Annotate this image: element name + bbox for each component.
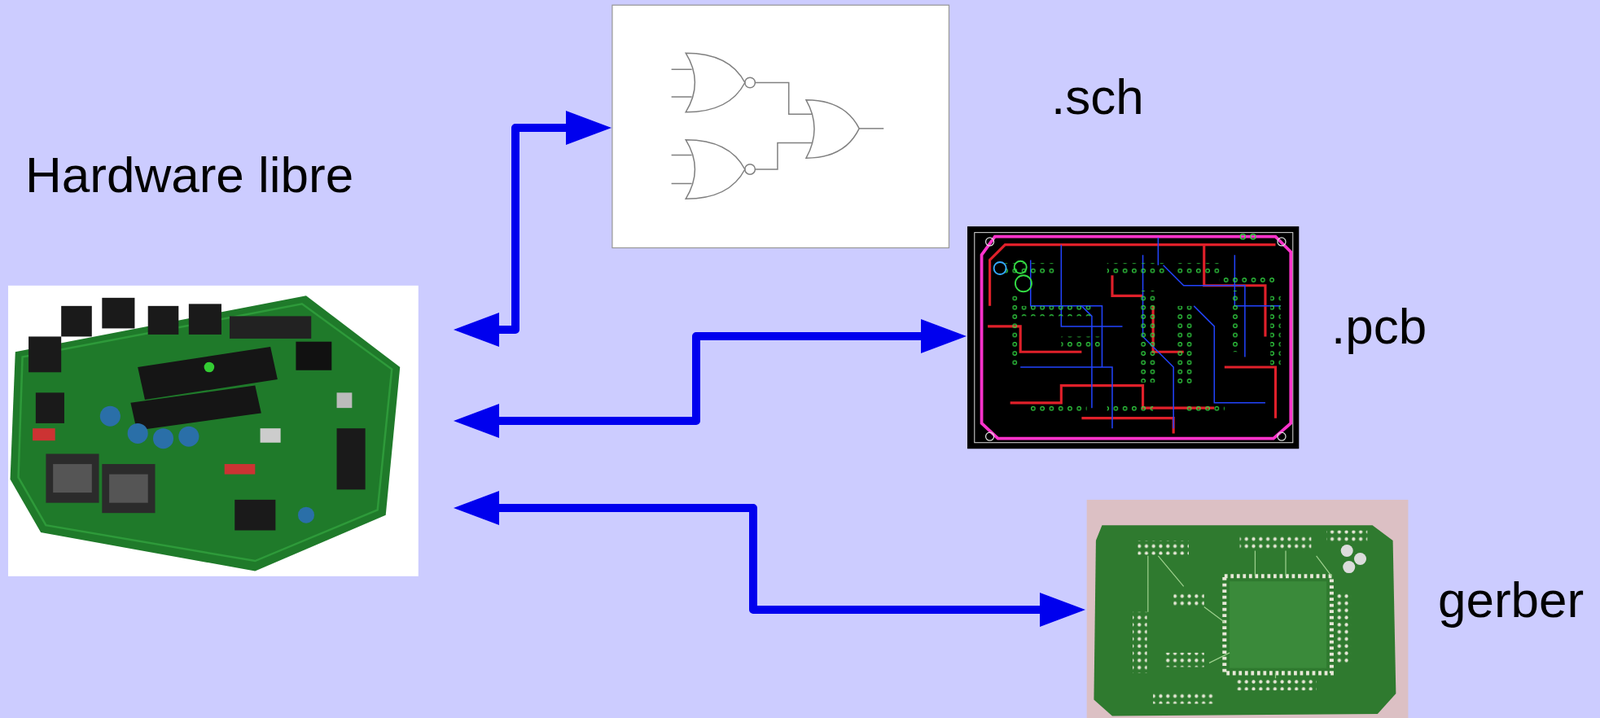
- arrow-head: [1039, 592, 1086, 627]
- node-label: gerber: [1437, 574, 1584, 626]
- arrow-head: [453, 490, 500, 526]
- double-arrow: [453, 110, 612, 347]
- arrow-line: [497, 508, 1042, 610]
- arrow-head: [565, 110, 612, 145]
- arrow-head: [453, 403, 500, 439]
- double-arrow: [453, 319, 967, 439]
- board-node: Hardware libre: [8, 285, 419, 577]
- arrow-head: [453, 312, 500, 347]
- pcb-node: .pcb: [967, 226, 1299, 449]
- gerber-board-photo: [1087, 499, 1409, 718]
- gerber-node: gerber: [1086, 499, 1408, 718]
- arrow-head: [920, 319, 967, 354]
- board-photo: [8, 285, 419, 577]
- pcb-layout: [967, 226, 1299, 449]
- node-label: .sch: [1051, 71, 1145, 123]
- schematic-node: .sch: [612, 4, 949, 249]
- double-arrow: [453, 490, 1086, 627]
- node-label: .pcb: [1331, 301, 1427, 352]
- node-label: Hardware libre: [25, 149, 354, 201]
- schematic-drawing: [612, 4, 950, 248]
- arrow-line: [497, 336, 923, 421]
- arrow-line: [497, 127, 568, 330]
